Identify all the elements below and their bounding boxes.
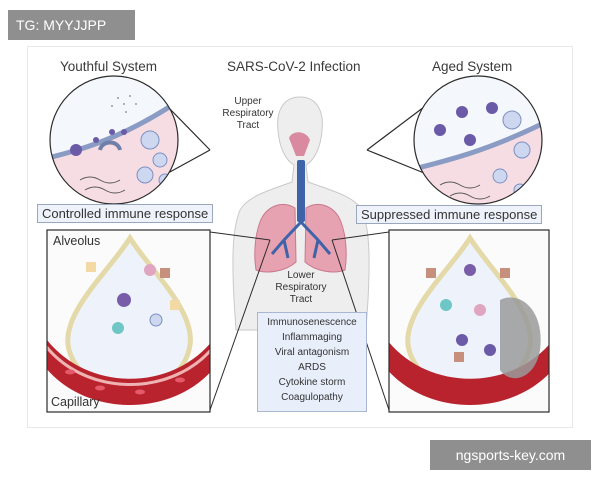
header-aged: Aged System [432,59,513,74]
upper-respiratory-tract-label: Upper Respiratory Tract [222,96,274,131]
watermark-top-left: TG: MYYJJPP [8,10,135,40]
outcome-item: Inflammaging [281,332,343,343]
outcome-item: Viral antagonism [274,347,350,358]
header-infection: SARS-CoV-2 Infection [227,59,361,74]
aged-alveolus [388,229,550,413]
youthful-alveolus [46,229,211,413]
lower-respiratory-tract-label: Lower Respiratory Tract [275,270,327,305]
outcome-item: Coagulopathy [281,392,343,403]
youthful-airway-zoom [49,75,179,205]
header-youthful: Youthful System [60,59,158,74]
controlled-immune-response-label: Controlled immune response [37,204,214,223]
outcome-item: Cytokine storm [278,377,346,388]
watermark-bottom-right: ngsports-key.com [430,440,591,470]
aged-airway-zoom [413,75,543,205]
alveolus-label: Alveolus [53,234,101,248]
nasal-cavity [289,132,310,156]
bronchi [270,220,332,259]
trachea [297,160,305,222]
outcome-item: ARDS [298,362,326,373]
capillary-label: Capillary [51,395,100,409]
outcome-item: Immunosenescence [267,317,357,328]
suppressed-immune-response-label: Suppressed immune response [356,205,543,224]
outcomes-list: Immunosenescence Inflammaging Viral anta… [257,312,367,412]
